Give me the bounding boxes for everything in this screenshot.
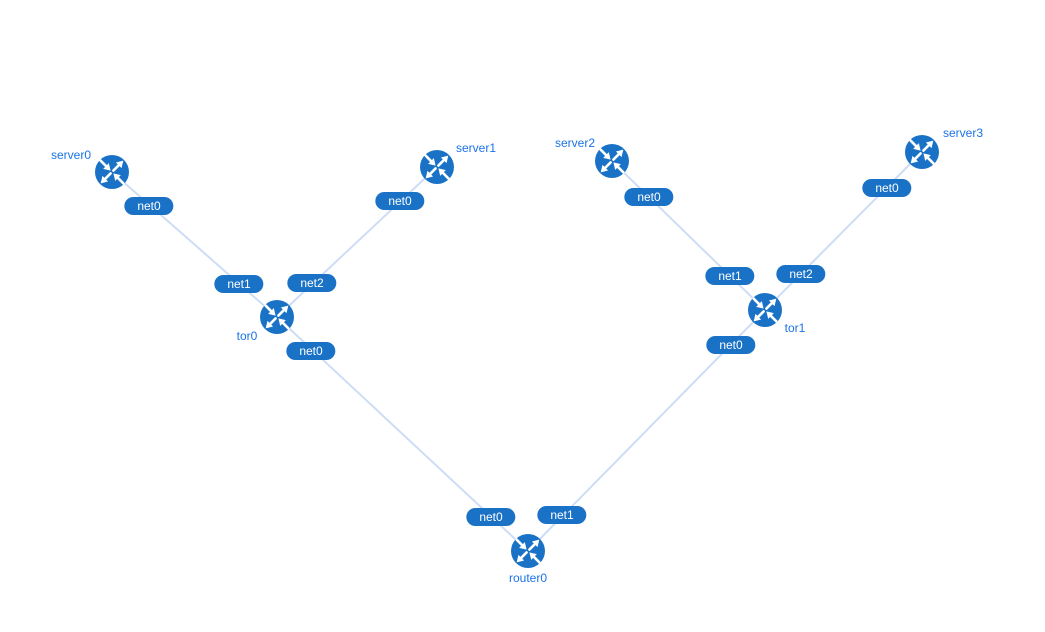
edge-server1-tor0[interactable] xyxy=(276,166,438,318)
interface-label-tor1-router0-0: net0 xyxy=(706,336,756,354)
interface-label-server2-tor1-0: net0 xyxy=(624,188,674,206)
interface-label-server0-tor0-1: net1 xyxy=(214,275,264,293)
interface-label-server1-tor0-1: net2 xyxy=(287,274,337,292)
node-label-server0: server0 xyxy=(50,148,92,162)
interface-label-server3-tor1-1: net2 xyxy=(776,265,826,283)
router-icon xyxy=(595,144,629,178)
node-server0[interactable] xyxy=(95,155,129,189)
node-label-server3: server3 xyxy=(942,126,984,140)
interface-name: net1 xyxy=(227,277,251,291)
node-server1[interactable] xyxy=(420,150,454,184)
node-server2[interactable] xyxy=(595,144,629,178)
interface-label-server2-tor1-1: net1 xyxy=(705,267,755,285)
router-icon xyxy=(420,150,454,184)
node-tor1[interactable] xyxy=(748,293,782,327)
node-label-server2: server2 xyxy=(554,136,596,150)
node-router0[interactable] xyxy=(511,534,545,568)
interface-label-server1-tor0-0: net0 xyxy=(375,192,425,210)
router-icon xyxy=(511,534,545,568)
interface-name: net0 xyxy=(875,181,899,195)
node-label-router0: router0 xyxy=(508,571,548,585)
interface-name: net0 xyxy=(719,338,743,352)
node-server3[interactable] xyxy=(905,135,939,169)
router-icon xyxy=(748,293,782,327)
node-label-tor1: tor1 xyxy=(784,321,806,335)
interface-label-tor0-router0-1: net0 xyxy=(466,508,516,526)
interface-name: net1 xyxy=(550,508,574,522)
interface-name: net2 xyxy=(300,276,324,290)
interface-label-server3-tor1-0: net0 xyxy=(862,179,912,197)
edge-server0-tor0[interactable] xyxy=(111,171,278,318)
router-icon xyxy=(95,155,129,189)
interface-label-tor0-router0-0: net0 xyxy=(286,342,336,360)
router-icon xyxy=(905,135,939,169)
interface-name: net0 xyxy=(388,194,412,208)
edge-server2-tor1[interactable] xyxy=(611,160,766,311)
interface-name: net0 xyxy=(299,344,323,358)
interface-label-server0-tor0-0: net0 xyxy=(124,197,174,215)
router-icon xyxy=(260,300,294,334)
node-tor0[interactable] xyxy=(260,300,294,334)
interface-label-tor1-router0-1: net1 xyxy=(537,506,587,524)
edge-server3-tor1[interactable] xyxy=(764,151,923,311)
interface-name: net0 xyxy=(637,190,661,204)
interface-name: net2 xyxy=(789,267,813,281)
node-label-tor0: tor0 xyxy=(236,329,258,343)
interface-name: net0 xyxy=(479,510,503,524)
interface-name: net1 xyxy=(718,269,742,283)
node-label-server1: server1 xyxy=(455,141,497,155)
interface-name: net0 xyxy=(137,199,161,213)
